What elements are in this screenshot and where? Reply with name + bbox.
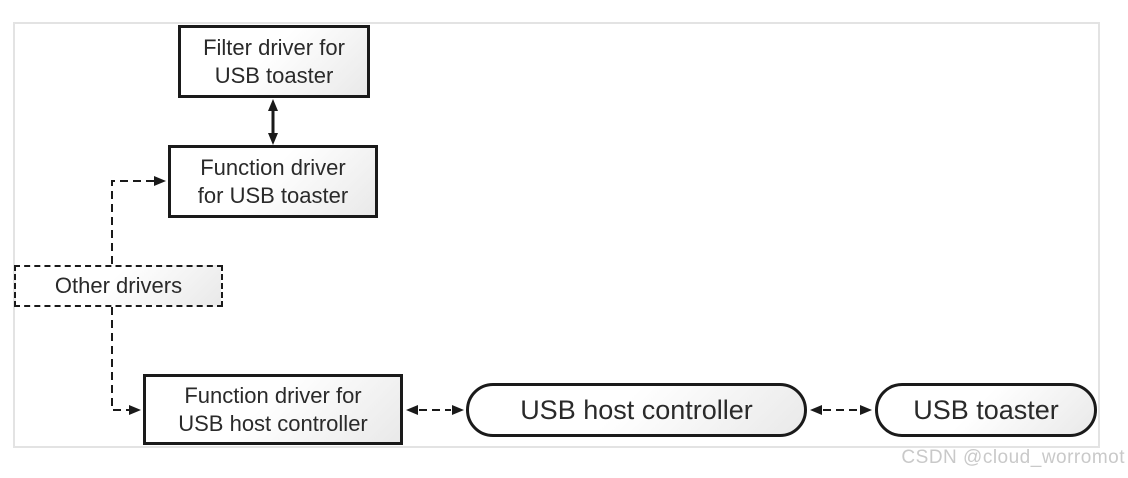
node-function-driver-host-line2: USB host controller [178,410,368,436]
node-filter-driver: Filter driver for USB toaster [178,25,370,98]
node-filter-driver-line2: USB toaster [214,62,334,88]
node-other-drivers: Other drivers [14,265,223,307]
node-other-drivers-label: Other drivers [54,273,183,298]
node-function-driver-host: Function driver for USB host controller [143,374,403,445]
node-usb-toaster: USB toaster [875,383,1097,437]
node-function-driver-host-line1: Function driver for [184,382,362,408]
node-function-driver-toaster: Function driver for USB toaster [168,145,378,218]
node-usb-host-controller: USB host controller [466,383,807,437]
node-function-driver-toaster-line2: for USB toaster [197,182,349,208]
watermark: CSDN @cloud_worromot [901,447,1125,468]
node-function-driver-toaster-line1: Function driver [200,154,346,180]
node-usb-host-controller-label: USB host controller [520,395,753,425]
node-filter-driver-line1: Filter driver for [203,34,345,60]
node-usb-toaster-label: USB toaster [913,395,1059,425]
